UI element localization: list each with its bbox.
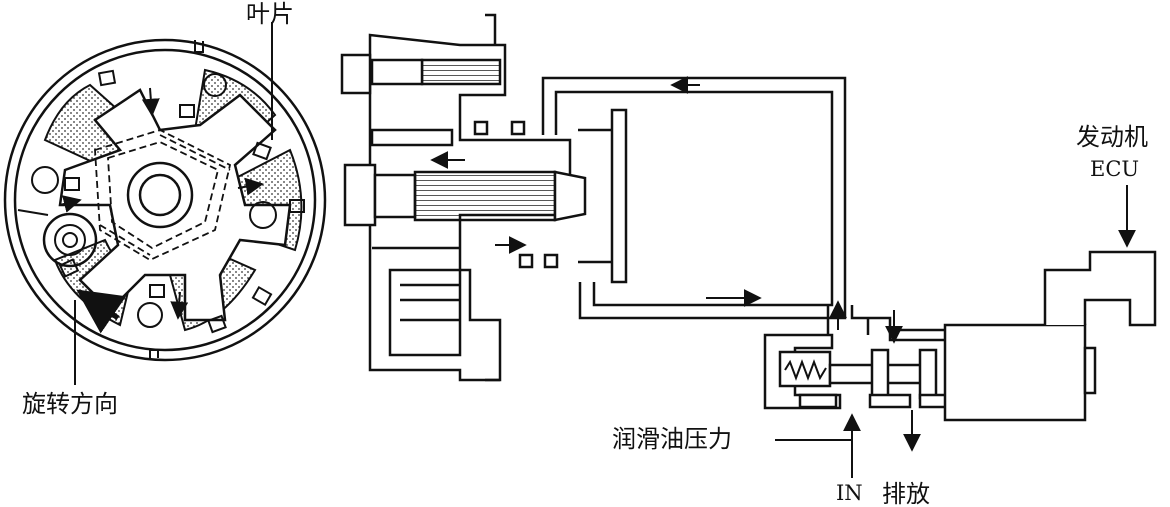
oil-pressure-label: 润滑油压力 bbox=[612, 425, 732, 453]
blades-label: 叶片 bbox=[246, 0, 294, 28]
arrow-icon bbox=[59, 87, 264, 320]
spring-icon bbox=[784, 359, 827, 381]
oil-passage-loop bbox=[541, 76, 847, 320]
ecu-label: ECU bbox=[1090, 157, 1139, 181]
arrow-icon bbox=[829, 300, 903, 344]
arrow-icon bbox=[430, 151, 527, 254]
in-label: IN bbox=[836, 481, 863, 505]
engine-label: 发动机 bbox=[1076, 123, 1148, 151]
rotor-front-view bbox=[3, 38, 327, 362]
actuator-cross-section bbox=[340, 13, 628, 382]
oil-control-valve bbox=[763, 250, 1157, 422]
rotation-arrow-icon bbox=[76, 289, 127, 334]
rotation-direction-label: 旋转方向 bbox=[22, 390, 118, 418]
drain-label: 排放 bbox=[882, 480, 930, 507]
